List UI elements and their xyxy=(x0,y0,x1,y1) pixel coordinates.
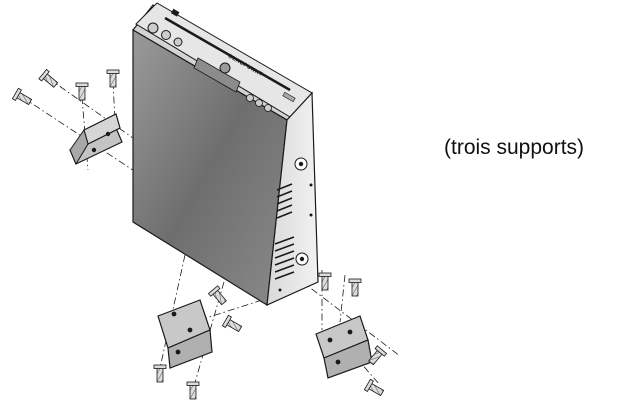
screw xyxy=(363,378,385,397)
screw xyxy=(368,345,388,366)
faceplate-button xyxy=(255,99,263,107)
display-window xyxy=(193,57,241,93)
faceplate-button xyxy=(264,104,272,112)
side-vents-lower xyxy=(274,236,295,280)
device: BLAUPUNKT xyxy=(132,2,319,307)
device-side-face xyxy=(266,91,319,306)
side-screw-dot xyxy=(309,183,313,187)
bracket-right xyxy=(315,315,373,379)
faceplate-knob xyxy=(147,22,159,34)
screw xyxy=(186,381,200,400)
side-vents-upper xyxy=(276,183,293,219)
side-mount-hole xyxy=(294,157,308,171)
bracket-bottom xyxy=(157,299,213,369)
screw xyxy=(11,87,33,106)
faceplate-button xyxy=(246,94,254,102)
bracket-left xyxy=(69,113,123,166)
screw xyxy=(207,285,227,306)
faceplate-badge xyxy=(170,8,180,17)
screw xyxy=(348,278,362,297)
faceplate-switch xyxy=(282,91,296,103)
screw xyxy=(153,364,167,383)
screw xyxy=(318,272,332,291)
side-screw-dot xyxy=(309,213,313,217)
disc-slot xyxy=(164,16,291,92)
screw xyxy=(106,69,120,88)
screw xyxy=(221,314,243,333)
faceplate-knob xyxy=(173,37,183,47)
screw xyxy=(38,68,59,88)
caption: (trois supports) xyxy=(444,136,585,159)
screw xyxy=(75,82,89,101)
side-mount-hole xyxy=(295,252,309,266)
faceplate-knob xyxy=(161,30,171,40)
side-screw-dot xyxy=(278,288,282,292)
center-button xyxy=(219,62,231,74)
